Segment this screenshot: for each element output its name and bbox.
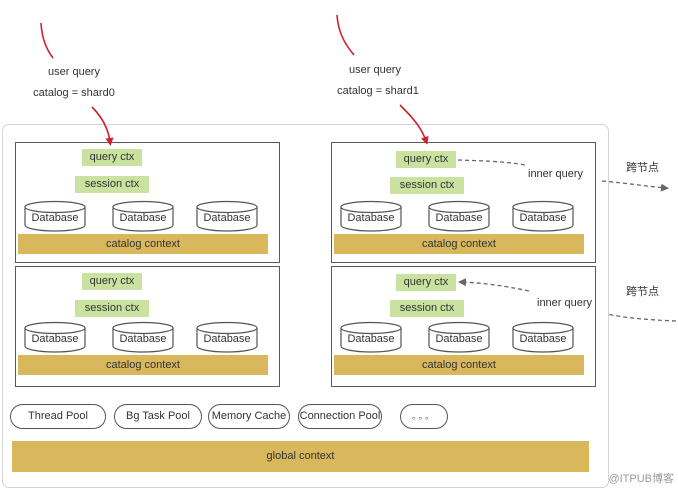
catalog-context: catalog context (334, 355, 584, 375)
memory-cache: Memory Cache (208, 404, 290, 429)
catalog-context: catalog context (18, 355, 268, 375)
query-ctx: query ctx (396, 274, 456, 291)
database-cylinder: Database (24, 200, 86, 232)
database-label: Database (347, 212, 395, 224)
shard-box-0: query ctx session ctx Database Database … (15, 142, 280, 263)
database-icon (512, 200, 574, 232)
database-icon (428, 200, 490, 232)
database-icon (196, 200, 258, 232)
inner-query-arrow-out-b (601, 180, 669, 192)
database-icon (112, 200, 174, 232)
database-icon (340, 321, 402, 353)
session-ctx: session ctx (75, 300, 149, 317)
database-cylinder: Database (340, 200, 402, 232)
query-ctx: query ctx (82, 149, 142, 166)
session-ctx: session ctx (390, 177, 464, 194)
database-label: Database (435, 333, 483, 345)
thread-pool: Thread Pool (10, 404, 106, 429)
cross-node-label-in: 跨节点 (626, 286, 659, 298)
more-resources: 。。。 (400, 404, 448, 429)
connection-pool: Connection Pool (298, 404, 382, 429)
catalog-shard0-label: catalog = shard0 (33, 87, 115, 99)
database-label: Database (119, 212, 167, 224)
database-icon (24, 321, 86, 353)
inner-query-label-out: inner query (528, 168, 584, 180)
database-cylinder: Database (512, 200, 574, 232)
node-container (2, 124, 609, 488)
catalog-context: catalog context (334, 234, 584, 254)
query-stroke-1 (336, 14, 355, 56)
database-label: Database (435, 212, 483, 224)
database-label: Database (519, 333, 567, 345)
query-ctx: query ctx (82, 273, 142, 290)
database-cylinder: Database (428, 321, 490, 353)
database-label: Database (31, 333, 79, 345)
database-icon (340, 200, 402, 232)
query-ctx: query ctx (396, 151, 456, 168)
watermark: @ITPUB博客 (608, 473, 674, 485)
database-label: Database (203, 212, 251, 224)
catalog-shard1-label: catalog = shard1 (337, 85, 419, 97)
database-icon (196, 321, 258, 353)
session-ctx: session ctx (75, 176, 149, 193)
database-label: Database (203, 333, 251, 345)
bg-task-pool: Bg Task Pool (114, 404, 202, 429)
user-query-label-1: user query (349, 64, 401, 76)
shard-box-3: query ctx session ctx Database Database … (331, 266, 596, 387)
inner-query-label-in: inner query (537, 297, 593, 309)
database-cylinder: Database (112, 200, 174, 232)
database-cylinder: Database (24, 321, 86, 353)
shard-box-1: query ctx session ctx Database Database … (331, 142, 596, 263)
shard-box-2: query ctx session ctx Database Database … (15, 266, 280, 387)
database-label: Database (519, 212, 567, 224)
database-icon (24, 200, 86, 232)
inner-query-arrow-in-b (606, 313, 677, 322)
database-cylinder: Database (196, 321, 258, 353)
database-cylinder: Database (512, 321, 574, 353)
database-label: Database (347, 333, 395, 345)
database-label: Database (31, 212, 79, 224)
database-cylinder: Database (112, 321, 174, 353)
session-ctx: session ctx (390, 300, 464, 317)
database-cylinder: Database (196, 200, 258, 232)
database-cylinder: Database (340, 321, 402, 353)
catalog-context: catalog context (18, 234, 268, 254)
database-icon (428, 321, 490, 353)
database-icon (112, 321, 174, 353)
global-context: global context (12, 441, 589, 472)
database-label: Database (119, 333, 167, 345)
database-cylinder: Database (428, 200, 490, 232)
database-icon (512, 321, 574, 353)
user-query-label-0: user query (48, 66, 100, 78)
cross-node-label-out: 跨节点 (626, 162, 659, 174)
query-stroke-0 (40, 22, 54, 59)
